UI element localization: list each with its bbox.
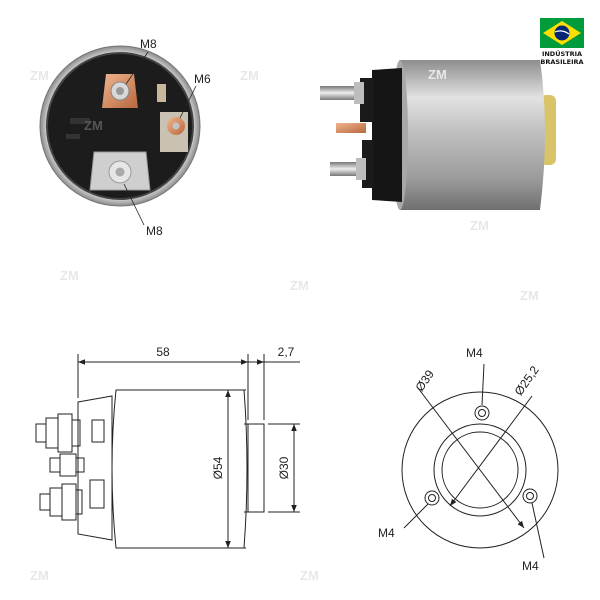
label-hole-right: M4 [522,559,539,573]
middle-stud [336,123,366,133]
label-top-terminal: M8 [140,37,157,51]
badge-line2: BRASILEIRA [540,58,583,66]
watermark: ZM [30,568,49,583]
black-cap [372,68,402,202]
watermark: ZM [30,68,49,83]
leader-bottom [123,183,145,226]
label-hole-top: M4 [466,346,483,360]
watermark: ZM [300,568,319,583]
watermark: ZM [240,68,259,83]
dim-bolt-circle: Ø39 [412,367,437,394]
drawing-cap [77,395,113,541]
watermark: ZM [520,288,539,303]
hole-top [474,405,490,421]
watermark: ZM [60,268,79,283]
drawing-top-stud [35,423,47,443]
leader-hole-right [531,502,545,559]
drawing-middle-stud [49,457,61,473]
flag-band [554,30,570,35]
badge-line1: INDÚSTRIA [542,49,582,58]
flag-blue-globe [554,25,570,41]
end-outer-circle [401,391,559,549]
cap-face [47,53,193,199]
side-drawing [35,354,300,549]
label-small-terminal: M6 [194,72,211,86]
watermark: ZM [470,218,489,233]
label-bottom-terminal: M8 [146,224,163,238]
side-photo: ZM [320,60,556,210]
dim-boss-diameter: Ø30 [277,456,291,479]
end-bore [441,431,519,509]
hole-right [522,488,538,504]
front-terminal-view: ZM M8 M6 M8 [39,37,211,238]
drawing-body [111,389,248,549]
end-drawing [401,363,559,559]
cap-logo: ZM [84,118,103,133]
watermark: ZM [290,278,309,293]
dim-bolt-circle-line [417,387,525,529]
hole-left [424,490,440,506]
leader-hole-top [481,363,485,406]
drawing-boss [247,423,265,513]
dim-offset: 2,7 [278,345,295,359]
solenoid-body [400,60,545,210]
dim-body-diameter: Ø54 [211,456,225,479]
industria-brasileira-badge: INDÚSTRIA BRASILEIRA [540,18,584,66]
leader-top [125,51,149,85]
dim-length: 58 [156,345,170,359]
watermark-layer: ZM ZM ZM ZM ZM ZM ZM ZM [30,68,539,583]
top-stud [320,86,364,100]
label-hole-left: M4 [378,526,395,540]
dim-bore: Ø25,2 [512,363,542,398]
leader-hole-left [403,503,429,529]
drawing-bottom-stud [39,493,51,511]
end-bolt-circle [433,423,527,517]
body-logo: ZM [428,67,447,82]
leader-small [179,85,197,119]
dim-bore-line [449,395,533,507]
